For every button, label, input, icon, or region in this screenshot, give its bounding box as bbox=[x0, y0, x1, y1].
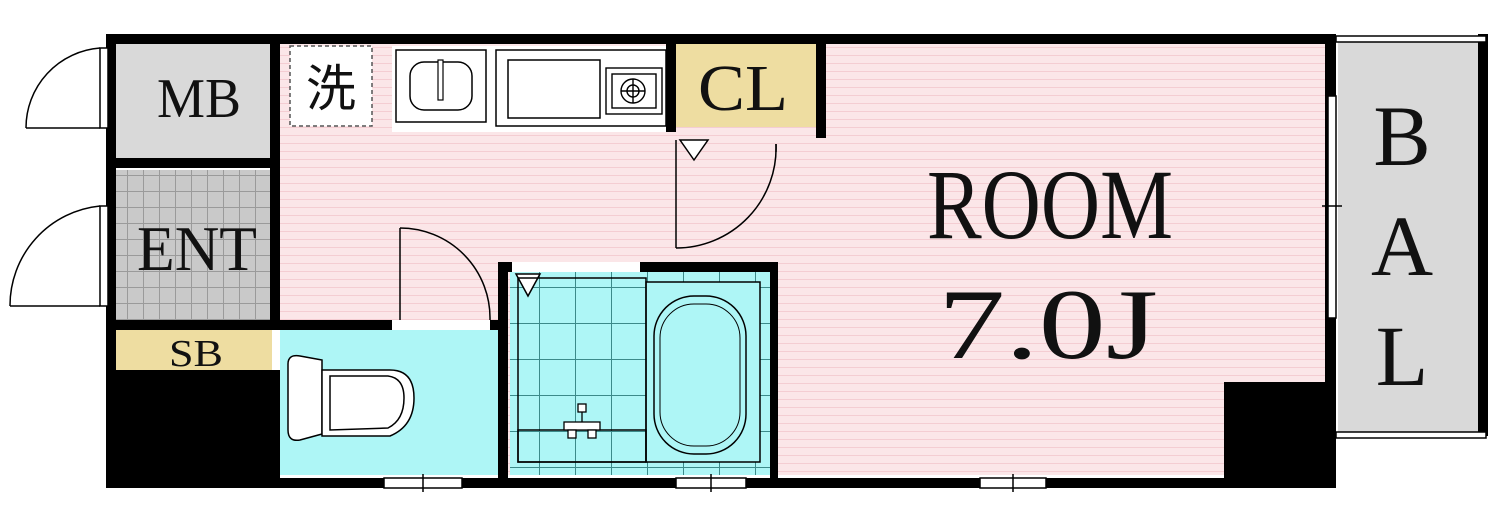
room-name-label: ROOM bbox=[927, 149, 1173, 260]
balcony-area bbox=[1338, 40, 1478, 436]
closet-area bbox=[676, 44, 816, 127]
walls bbox=[106, 34, 1488, 488]
stove-icon bbox=[605, 67, 663, 115]
washer-label: 洗 bbox=[306, 60, 356, 118]
bathtub-icon bbox=[645, 281, 761, 463]
bath-door-marker bbox=[514, 273, 542, 298]
shoe-box-area bbox=[116, 330, 272, 370]
countertop-panel bbox=[507, 59, 601, 119]
entrance-label: ENT bbox=[137, 213, 257, 284]
door-gap-toilet bbox=[392, 320, 490, 330]
bath-door-gap bbox=[512, 262, 640, 272]
meter-box-area bbox=[116, 44, 272, 160]
toilet-icon bbox=[287, 354, 415, 442]
balcony-letter-l: L bbox=[1376, 308, 1429, 404]
closet-door-marker bbox=[678, 139, 710, 162]
balcony-letter-a: A bbox=[1371, 198, 1433, 294]
entrance-floor bbox=[116, 170, 272, 320]
faucet-icon bbox=[563, 403, 601, 439]
meter-box-label: MB bbox=[157, 68, 241, 130]
room-size-label: 7.0J bbox=[938, 269, 1158, 380]
balcony-letter-b: B bbox=[1373, 88, 1430, 184]
doors bbox=[9, 47, 777, 321]
shoe-box-label: SB bbox=[169, 333, 223, 375]
sink-icon bbox=[395, 49, 487, 123]
washer-space bbox=[289, 45, 373, 127]
closet-label: CL bbox=[698, 52, 788, 125]
windows bbox=[383, 35, 1487, 492]
